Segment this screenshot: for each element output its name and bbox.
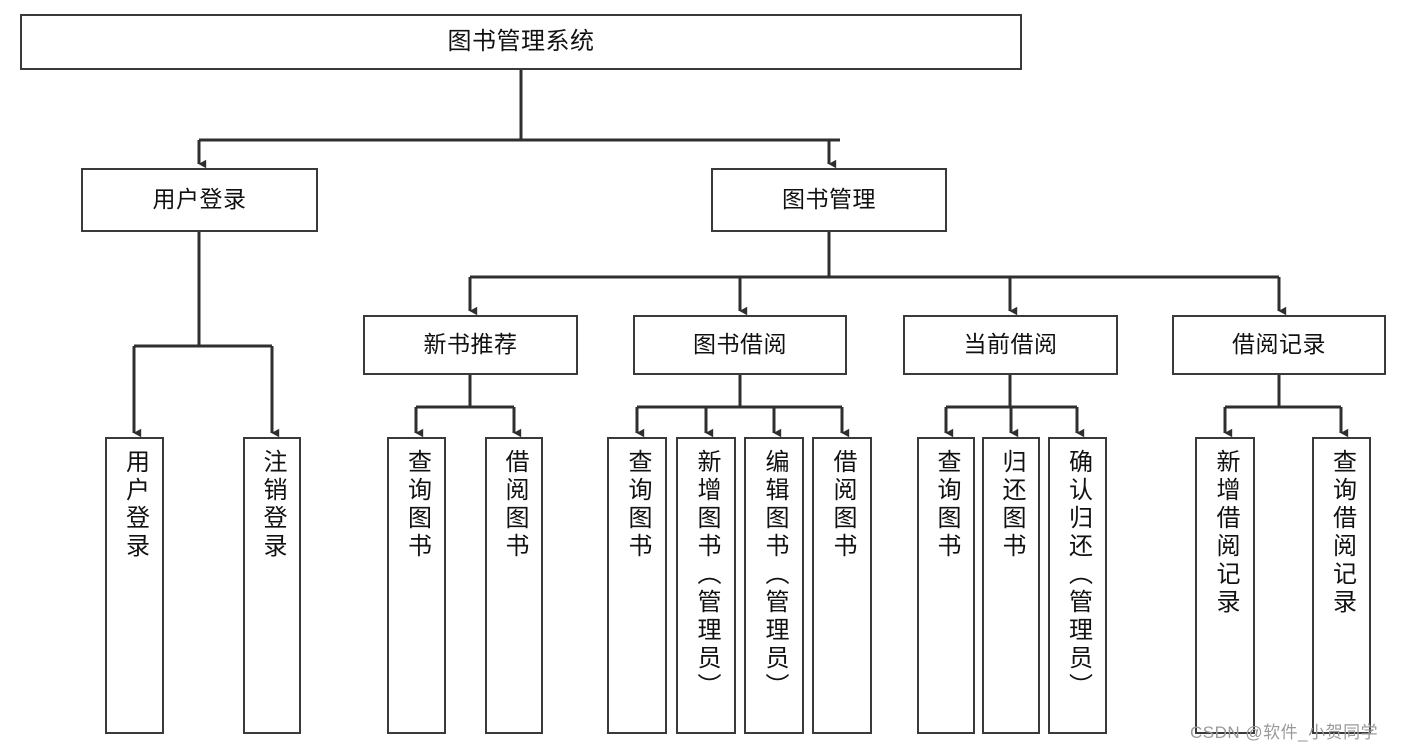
node-book-manage[interactable]: 图书管理 bbox=[711, 168, 947, 232]
node-borrow-record[interactable]: 借阅记录 bbox=[1172, 315, 1386, 375]
node-leaf-query-book-rec-label: 查询图书 bbox=[403, 449, 431, 561]
node-leaf-add-borrow-record-label: 新增借阅记录 bbox=[1212, 449, 1239, 617]
node-leaf-user-logout-label: 注销登录 bbox=[259, 449, 286, 561]
node-book-borrow-label: 图书借阅 bbox=[693, 331, 787, 358]
node-leaf-confirm-return[interactable]: 确认归还（管理员） bbox=[1048, 437, 1107, 734]
node-book-manage-label: 图书管理 bbox=[782, 186, 876, 213]
node-user-login-label: 用户登录 bbox=[152, 186, 247, 213]
watermark: CSDN @软件_小贺同学 bbox=[1190, 723, 1379, 742]
node-leaf-edit-book-label: 编辑图书（管理员） bbox=[761, 449, 788, 701]
node-current-borrow[interactable]: 当前借阅 bbox=[903, 315, 1118, 375]
node-leaf-borrow-book[interactable]: 借阅图书 bbox=[812, 437, 872, 734]
node-leaf-query-book-borrow-label: 查询图书 bbox=[624, 449, 651, 561]
node-new-book-rec[interactable]: 新书推荐 bbox=[363, 315, 578, 375]
node-leaf-query-book-cur-label: 查询图书 bbox=[933, 449, 960, 561]
node-leaf-query-book-rec[interactable]: 查询图书 bbox=[387, 437, 446, 734]
node-leaf-borrow-book-rec-label: 借阅图书 bbox=[501, 449, 528, 561]
node-leaf-query-book-borrow[interactable]: 查询图书 bbox=[607, 437, 667, 734]
node-root-label: 图书管理系统 bbox=[447, 27, 595, 55]
node-leaf-confirm-return-label: 确认归还（管理员） bbox=[1064, 449, 1092, 701]
node-leaf-borrow-book-label: 借阅图书 bbox=[829, 449, 856, 561]
node-book-borrow[interactable]: 图书借阅 bbox=[633, 315, 847, 375]
node-borrow-record-label: 借阅记录 bbox=[1232, 331, 1326, 358]
node-user-login[interactable]: 用户登录 bbox=[81, 168, 318, 232]
node-leaf-query-borrow-record-label: 查询借阅记录 bbox=[1328, 449, 1356, 617]
node-root[interactable]: 图书管理系统 bbox=[20, 14, 1022, 70]
node-leaf-query-borrow-record[interactable]: 查询借阅记录 bbox=[1312, 437, 1371, 734]
node-leaf-edit-book[interactable]: 编辑图书（管理员） bbox=[744, 437, 804, 734]
node-leaf-user-login[interactable]: 用户登录 bbox=[105, 437, 164, 734]
node-current-borrow-label: 当前借阅 bbox=[963, 331, 1058, 358]
node-leaf-return-book[interactable]: 归还图书 bbox=[982, 437, 1040, 734]
node-leaf-user-logout[interactable]: 注销登录 bbox=[243, 437, 301, 734]
node-new-book-rec-label: 新书推荐 bbox=[423, 331, 518, 358]
node-leaf-query-book-cur[interactable]: 查询图书 bbox=[917, 437, 975, 734]
node-leaf-add-book-label: 新增图书（管理员） bbox=[693, 449, 720, 701]
node-leaf-user-login-label: 用户登录 bbox=[121, 449, 149, 561]
node-leaf-add-book[interactable]: 新增图书（管理员） bbox=[676, 437, 736, 734]
node-leaf-borrow-book-rec[interactable]: 借阅图书 bbox=[485, 437, 543, 734]
node-leaf-add-borrow-record[interactable]: 新增借阅记录 bbox=[1195, 437, 1255, 734]
node-leaf-return-book-label: 归还图书 bbox=[998, 449, 1025, 561]
